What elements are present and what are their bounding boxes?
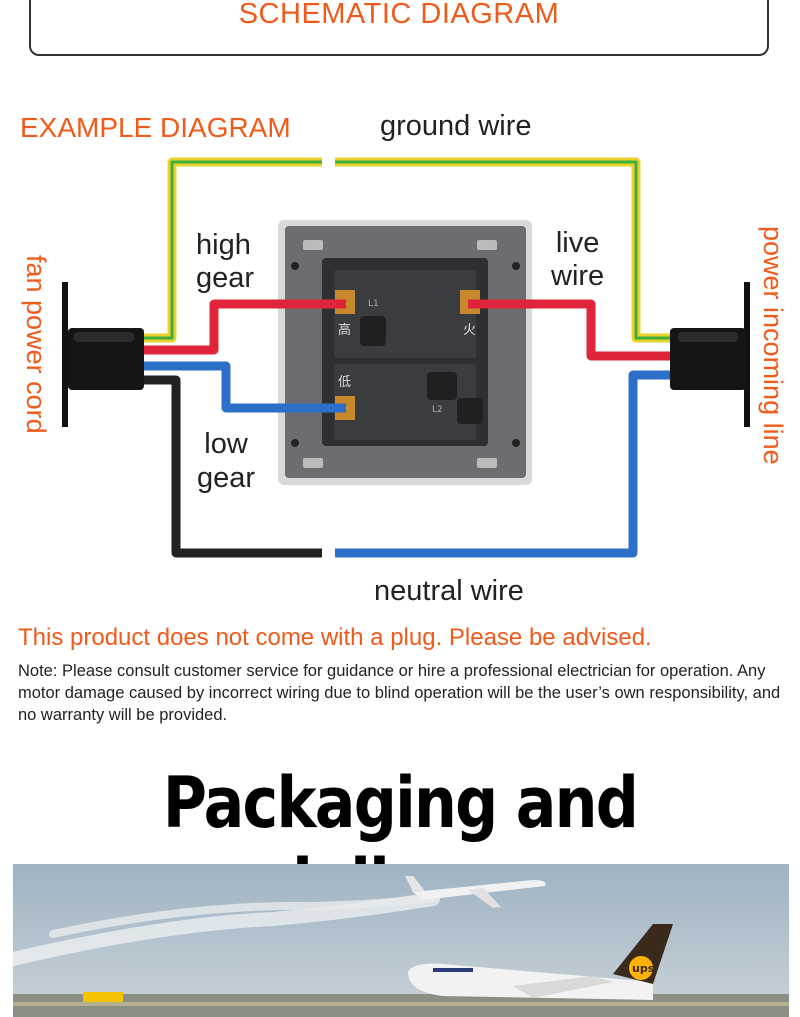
fan-cord-jacket	[62, 282, 144, 427]
low-gear-label: low gear	[197, 427, 255, 495]
example-diagram-label: EXAMPLE DIAGRAM	[20, 112, 291, 143]
airplane-flying	[405, 876, 546, 908]
ground-wire-label: ground wire	[380, 110, 532, 142]
ground-wire	[142, 157, 672, 343]
live-wire	[142, 299, 672, 361]
neutral-wire-label: neutral wire	[374, 575, 524, 607]
contrail	[13, 892, 440, 966]
airport-photo: ups	[13, 864, 789, 1017]
marking-low: 低	[338, 375, 351, 390]
high-gear-label: high gear	[196, 229, 254, 295]
marking-l1: L1	[368, 299, 379, 309]
marking-high: 高	[338, 322, 351, 338]
neutral-wire	[142, 370, 672, 558]
low-gear-line1: low	[204, 428, 248, 460]
wall-switch: 高 火 低 L1 L2	[278, 220, 532, 485]
low-gear-wire	[142, 361, 346, 413]
header-title: SCHEMATIC DIAGRAM	[238, 0, 560, 30]
ups-tail-logo: ups	[632, 962, 655, 975]
power-incoming-line-label: power incoming line	[758, 226, 788, 465]
cargo-airplane: ups	[408, 924, 673, 1000]
wiring-note: Note: Please consult customer service fo…	[18, 662, 781, 724]
marking-live: 火	[463, 323, 476, 338]
low-gear-line2: gear	[197, 462, 256, 494]
live-wire-line1: live	[555, 227, 600, 259]
live-wire-line2: wire	[551, 260, 605, 292]
high-gear-line2: gear	[196, 262, 255, 294]
no-plug-notice: This product does not come with a plug. …	[18, 624, 652, 651]
high-gear-line1: high	[196, 229, 251, 261]
header-box: SCHEMATIC DIAGRAM	[29, 0, 769, 56]
marking-l2: L2	[432, 405, 443, 415]
incoming-cord-jacket	[670, 282, 750, 427]
fan-power-cord-label: fan power cord	[21, 255, 51, 434]
live-wire-label: live wire	[551, 227, 604, 293]
wiring-diagram: 高 火 低 L1 L2	[62, 157, 750, 558]
